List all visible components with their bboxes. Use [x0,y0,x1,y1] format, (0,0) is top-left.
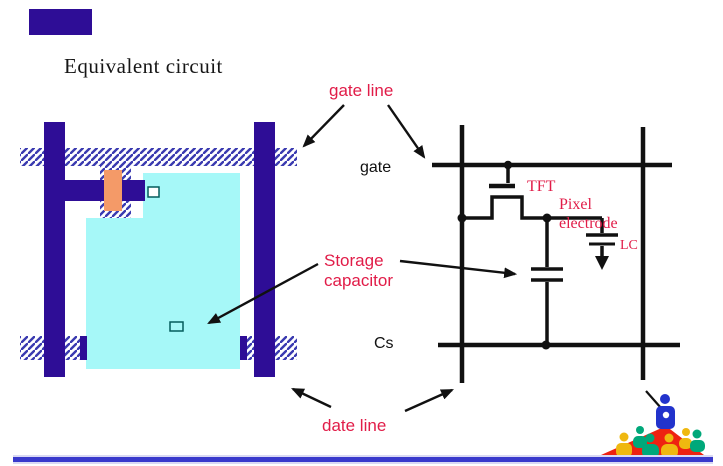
tft-contact-square [147,186,160,198]
cs-tab-right [240,336,247,360]
storage-capacitor-label-line1: Storage [324,251,384,270]
footer-rule [13,457,713,462]
audience-body-icon [633,436,647,448]
storage-cap-arrow-left [207,262,319,325]
junction-dot-gate [503,160,513,170]
audience-body-icon [616,443,632,457]
storage-cap-arrow-right [399,259,518,279]
cs-tab-left [80,336,87,360]
junction-dot-cs [541,340,551,350]
data-line-arrow-left [291,387,332,409]
gate-label: gate [360,159,392,176]
audience-body-icon [679,438,692,449]
audience-head-icon [645,433,655,443]
audience-head-icon [636,426,644,434]
gate-line-arrow-left [302,104,345,148]
pointer-stick-icon [645,390,662,409]
tft-channel [104,170,122,211]
gate-line-label: gate line [329,81,394,100]
presenter-badge-icon [662,411,670,419]
annotation-arrows [207,104,518,413]
audience-body-icon [642,444,659,458]
junction-dot-drain [542,213,552,223]
data-line-label: date line [322,416,387,435]
tft-source-drain-path [462,195,602,220]
pixel-electrode-label-line1: Pixel [559,196,592,213]
footer-rule-halo [13,455,713,464]
gate-line-band-top [20,148,297,166]
audience-head-icon [664,433,674,443]
corner-decoration [29,9,92,35]
gate-line-arrow-right [387,104,426,159]
audience-head-icon [682,428,690,436]
storage-contact-square [169,321,184,332]
lc-down-arrow [595,256,609,270]
pixel-electrode-area [86,173,240,369]
equivalent-circuit-schematic [432,125,680,383]
pixel-layout-diagram [20,122,297,377]
data-line-right-bar [254,122,275,377]
junction-dot-source [457,213,467,223]
audience-head-icon [692,429,702,439]
data-line-left-bar [44,122,65,377]
audience-body-icon [690,440,705,452]
audience-head-icon [619,432,629,442]
cs-label: Cs [374,335,394,352]
audience-body-icon [661,444,678,458]
tft-drain-bar [62,180,145,201]
slide-title: Equivalent circuit [64,54,223,78]
pixel-electrode-label-line2: electrode [559,215,618,232]
data-line-arrow-right [404,388,454,413]
tft-label: TFT [527,178,556,195]
storage-capacitor-label: Storage capacitor [324,251,393,291]
lc-label: LC [620,238,638,253]
meeting-presentation-clipart [601,390,705,458]
presenter-head-icon [660,394,670,404]
storage-capacitor-label-line2: capacitor [324,271,393,290]
